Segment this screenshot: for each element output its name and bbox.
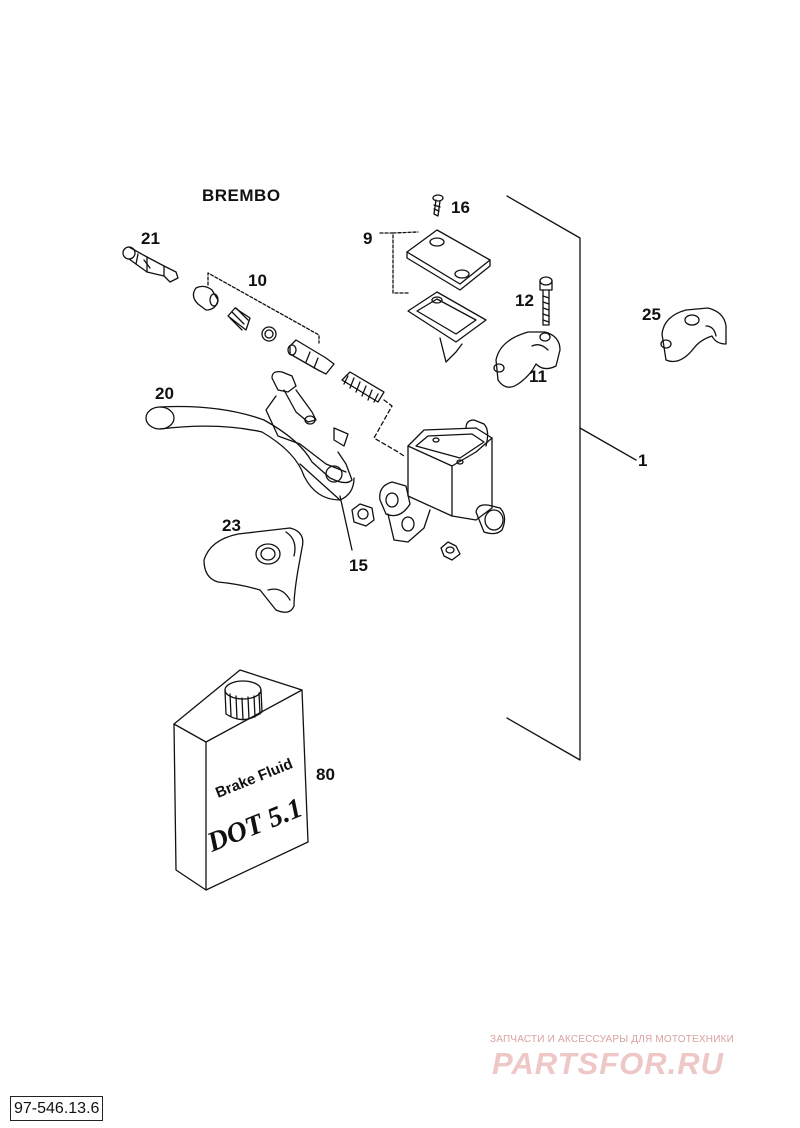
bleed-screw [440, 541, 461, 561]
brand-title: BREMBO [202, 186, 281, 205]
part-10-piston-kit [192, 272, 405, 457]
callout-15: 15 [349, 556, 368, 575]
callout-80: 80 [316, 765, 335, 784]
document-number: 97-546.13.6 [10, 1096, 104, 1121]
callout-21: 21 [141, 229, 160, 248]
callout-1: 1 [638, 451, 648, 470]
part-21-pivot-bolt [122, 246, 179, 283]
callout-11: 11 [529, 367, 547, 386]
watermark-tagline: ЗАПЧАСТИ И АКСЕССУАРЫ ДЛЯ МОТОТЕХНИКИ [490, 1034, 735, 1045]
part-1-master-cylinder [379, 419, 506, 543]
part-16-screw [432, 194, 444, 217]
part-25-clamp [660, 307, 727, 363]
watermark-logo: PARTSFOR.RU [492, 1046, 725, 1081]
callout-10: 10 [248, 271, 267, 290]
part-15-adjuster [339, 495, 375, 551]
part-20-lever [145, 370, 355, 501]
part-80-brake-fluid-bottle [173, 669, 309, 891]
bottle-label-line2: DOT 5.1 [202, 792, 307, 858]
part-12-screw [539, 276, 553, 326]
callout-23: 23 [222, 516, 241, 535]
assembly-bracket [506, 195, 637, 761]
callout-9: 9 [363, 229, 373, 248]
callout-16: 16 [451, 198, 470, 217]
part-11-clamp [493, 331, 561, 388]
callout-12: 12 [515, 291, 534, 310]
callout-20: 20 [155, 384, 174, 403]
part-9-reservoir-cover [379, 229, 491, 363]
bottle-label-line1: Brake Fluid [213, 755, 295, 801]
callout-25: 25 [642, 305, 661, 324]
part-23-clamp [203, 527, 304, 613]
